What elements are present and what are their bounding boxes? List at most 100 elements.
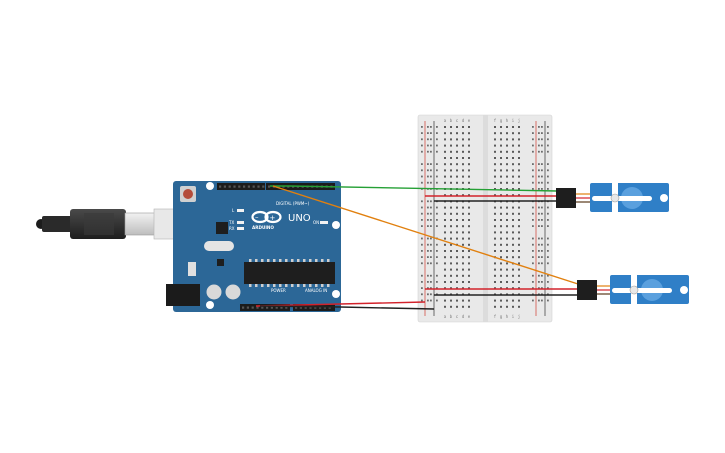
- rail-hole[interactable]: [421, 150, 423, 153]
- rail-hole[interactable]: [538, 299, 540, 302]
- power-jack[interactable]: [166, 284, 200, 306]
- breadboard-hole[interactable]: [500, 268, 502, 271]
- rail-hole[interactable]: [532, 281, 534, 283]
- breadboard-hole[interactable]: [444, 138, 446, 141]
- breadboard-hole[interactable]: [518, 274, 520, 277]
- rail-hole[interactable]: [541, 144, 543, 147]
- rail-hole[interactable]: [538, 225, 540, 227]
- rail-hole[interactable]: [436, 212, 438, 215]
- breadboard-hole[interactable]: [468, 132, 470, 135]
- breadboard-hole[interactable]: [500, 231, 502, 234]
- breadboard-hole[interactable]: [500, 262, 502, 265]
- breadboard-hole[interactable]: [468, 212, 470, 215]
- breadboard-hole[interactable]: [518, 305, 520, 308]
- breadboard-hole[interactable]: [456, 250, 458, 252]
- breadboard-hole[interactable]: [468, 175, 470, 178]
- rail-hole[interactable]: [547, 281, 549, 283]
- breadboard-hole[interactable]: [506, 274, 508, 277]
- breadboard-hole[interactable]: [456, 231, 458, 234]
- rail-hole[interactable]: [547, 126, 549, 128]
- rail-hole[interactable]: [436, 299, 438, 302]
- breadboard-hole[interactable]: [494, 262, 496, 265]
- breadboard-hole[interactable]: [450, 243, 452, 246]
- breadboard-hole[interactable]: [506, 219, 508, 221]
- breadboard-hole[interactable]: [468, 138, 470, 141]
- rail-hole[interactable]: [427, 274, 429, 277]
- rail-hole[interactable]: [538, 243, 540, 246]
- breadboard-hole[interactable]: [468, 169, 470, 172]
- rail-hole[interactable]: [436, 175, 438, 178]
- breadboard-hole[interactable]: [462, 212, 464, 215]
- breadboard-hole[interactable]: [450, 132, 452, 135]
- rail-hole[interactable]: [541, 219, 543, 221]
- breadboard-hole[interactable]: [506, 163, 508, 166]
- breadboard-hole[interactable]: [444, 268, 446, 271]
- rail-hole[interactable]: [421, 219, 423, 221]
- breadboard-hole[interactable]: [462, 163, 464, 166]
- rail-hole[interactable]: [421, 256, 423, 258]
- breadboard-hole[interactable]: [518, 237, 520, 240]
- breadboard-hole[interactable]: [450, 256, 452, 259]
- rail-hole[interactable]: [421, 138, 423, 141]
- breadboard-hole[interactable]: [450, 225, 452, 228]
- rail-hole[interactable]: [541, 225, 543, 227]
- breadboard-hole[interactable]: [456, 299, 458, 302]
- rail-hole[interactable]: [541, 256, 543, 258]
- rail-hole[interactable]: [547, 163, 549, 165]
- breadboard-hole[interactable]: [456, 237, 458, 240]
- breadboard-hole[interactable]: [462, 225, 464, 228]
- breadboard-hole[interactable]: [462, 175, 464, 178]
- rail-hole[interactable]: [430, 256, 432, 258]
- rail-hole[interactable]: [430, 219, 432, 221]
- rail-hole[interactable]: [532, 274, 534, 277]
- rail-hole[interactable]: [430, 237, 432, 240]
- rail-hole[interactable]: [427, 293, 429, 296]
- breadboard-hole[interactable]: [444, 231, 446, 234]
- breadboard-hole[interactable]: [450, 231, 452, 234]
- breadboard-hole[interactable]: [512, 287, 514, 290]
- rail-hole[interactable]: [532, 237, 534, 240]
- breadboard-hole[interactable]: [444, 163, 446, 166]
- breadboard-hole[interactable]: [518, 163, 520, 166]
- rail-hole[interactable]: [421, 293, 423, 296]
- rail-hole[interactable]: [436, 163, 438, 165]
- breadboard-hole[interactable]: [512, 181, 514, 184]
- breadboard-hole[interactable]: [494, 150, 496, 153]
- breadboard-hole[interactable]: [518, 126, 520, 128]
- breadboard-hole[interactable]: [500, 150, 502, 153]
- breadboard-hole[interactable]: [456, 262, 458, 265]
- breadboard-hole[interactable]: [500, 305, 502, 308]
- breadboard-hole[interactable]: [494, 126, 496, 128]
- breadboard-hole[interactable]: [462, 194, 464, 197]
- power-wire-arduino[interactable]: [255, 301, 426, 307]
- servo-motor-1[interactable]: [556, 180, 669, 216]
- breadboard-hole[interactable]: [512, 274, 514, 277]
- breadboard-hole[interactable]: [518, 243, 520, 246]
- rail-hole[interactable]: [541, 181, 543, 184]
- breadboard-hole[interactable]: [462, 150, 464, 153]
- breadboard-hole[interactable]: [512, 126, 514, 128]
- rail-hole[interactable]: [532, 299, 534, 302]
- breadboard-hole[interactable]: [512, 281, 514, 283]
- breadboard-hole[interactable]: [500, 256, 502, 259]
- rail-hole[interactable]: [547, 287, 549, 289]
- rail-hole[interactable]: [421, 163, 423, 165]
- rail-hole[interactable]: [547, 243, 549, 246]
- breadboard-hole[interactable]: [450, 144, 452, 147]
- rail-hole[interactable]: [421, 132, 423, 134]
- breadboard-hole[interactable]: [506, 237, 508, 240]
- rail-hole[interactable]: [532, 150, 534, 153]
- breadboard-hole[interactable]: [512, 237, 514, 240]
- rail-hole[interactable]: [430, 144, 432, 147]
- breadboard-hole[interactable]: [494, 163, 496, 166]
- rail-hole[interactable]: [421, 299, 423, 302]
- rail-hole[interactable]: [427, 175, 429, 178]
- breadboard-hole[interactable]: [500, 274, 502, 277]
- breadboard-hole[interactable]: [512, 268, 514, 271]
- breadboard-hole[interactable]: [450, 181, 452, 184]
- breadboard-hole[interactable]: [456, 268, 458, 271]
- breadboard-hole[interactable]: [456, 126, 458, 128]
- breadboard-hole[interactable]: [456, 274, 458, 277]
- rail-hole[interactable]: [538, 126, 540, 128]
